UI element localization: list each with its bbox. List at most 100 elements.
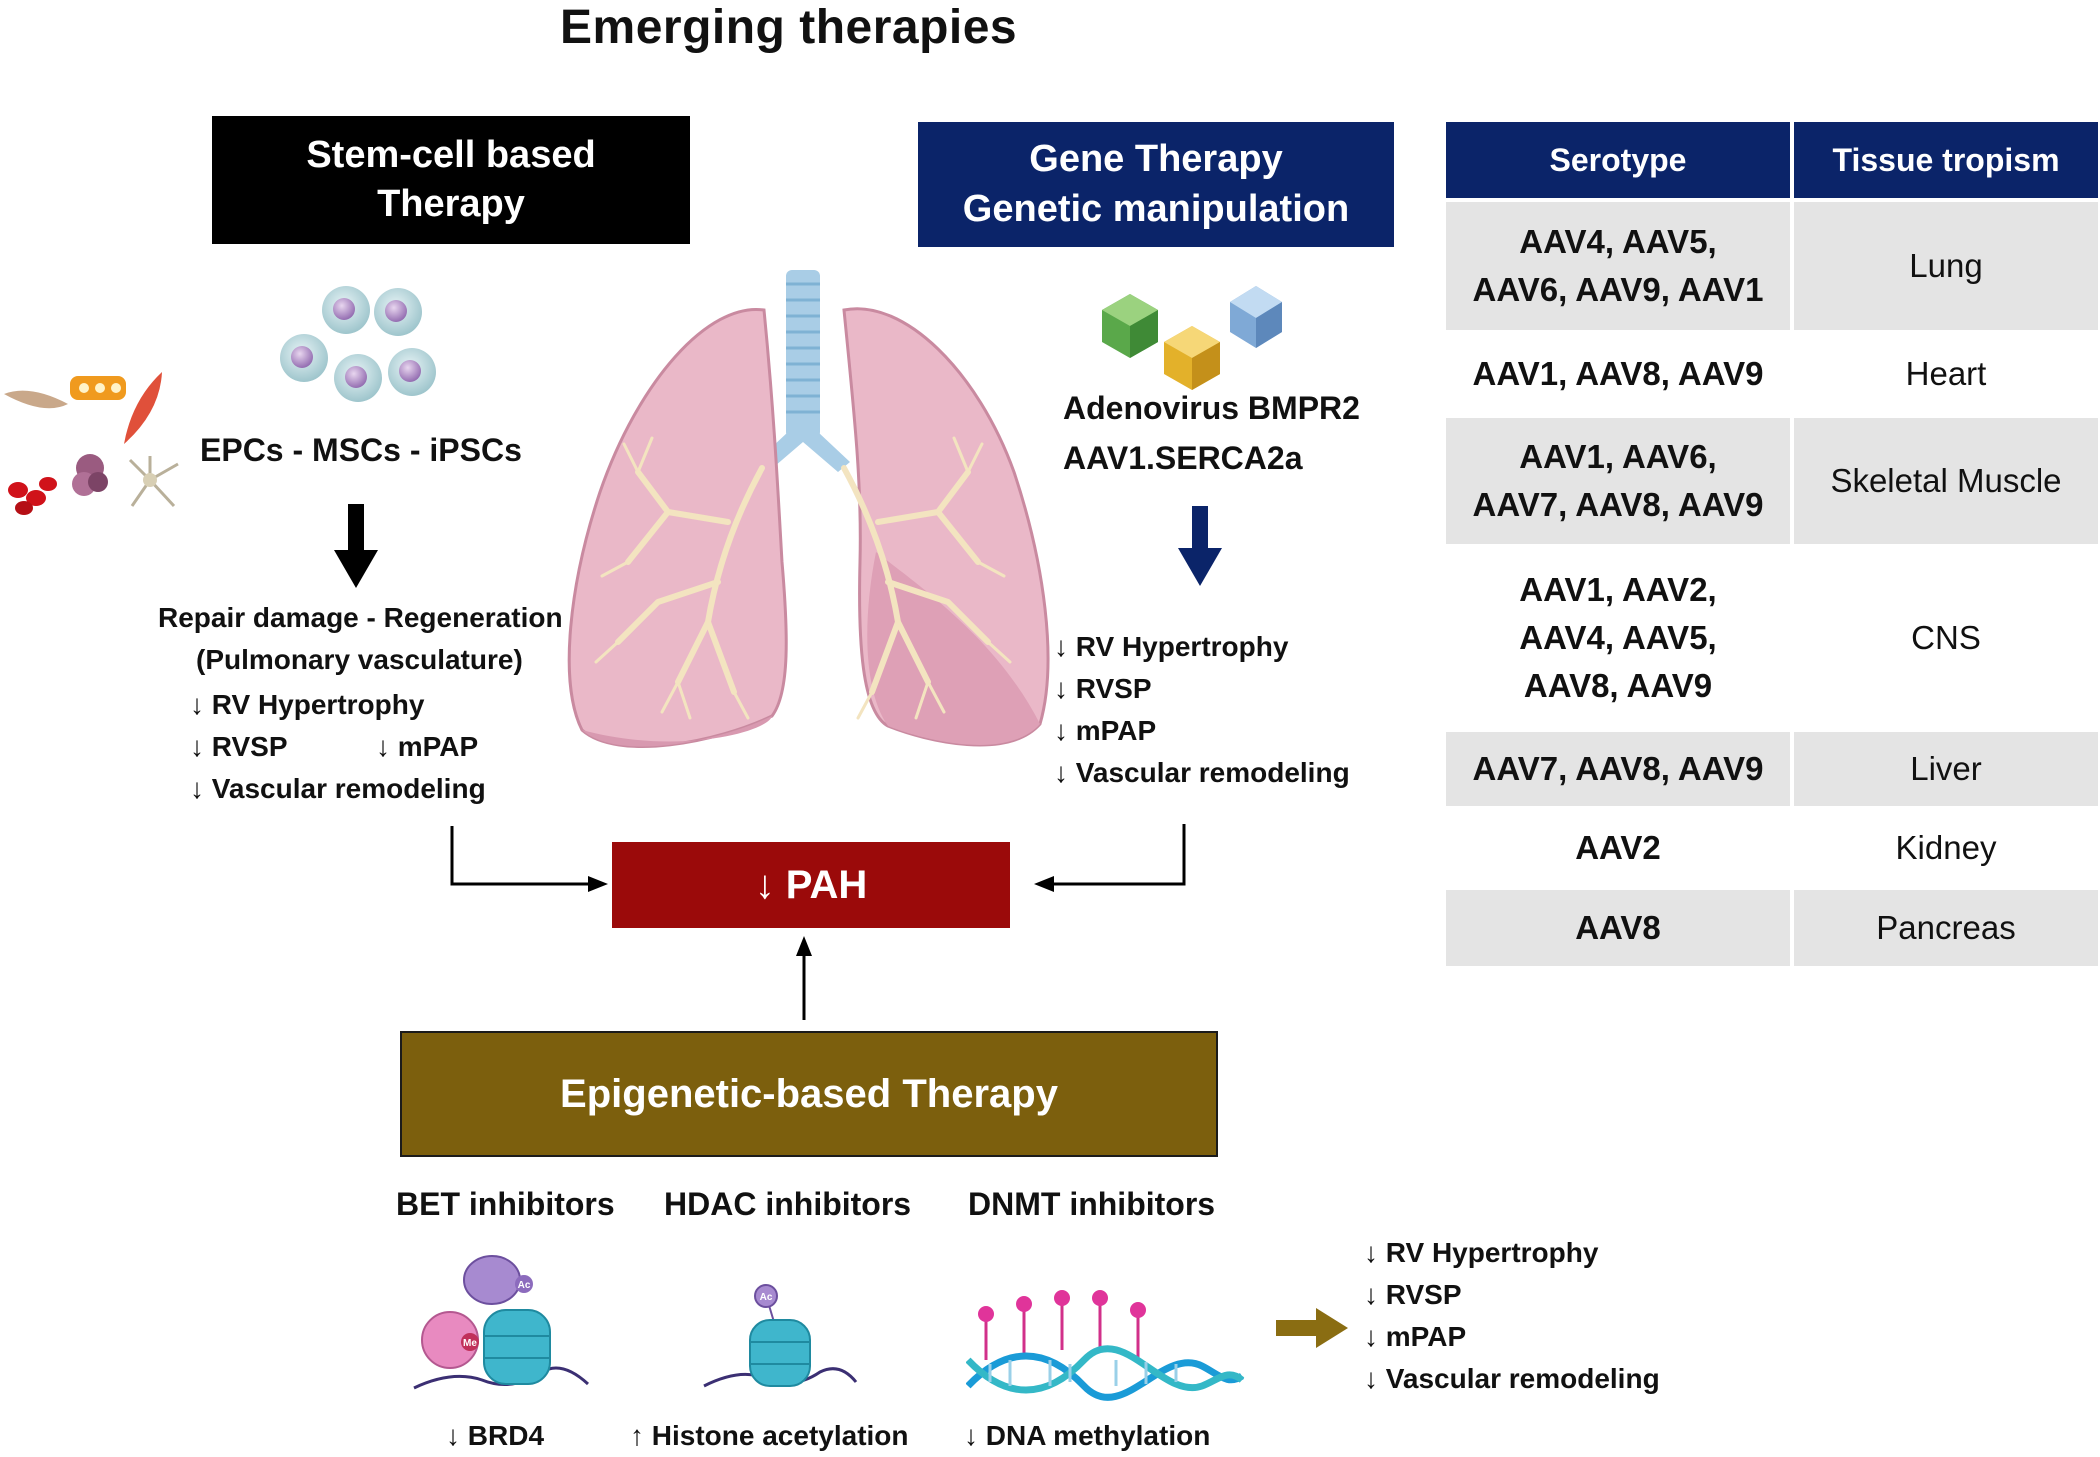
differentiated-cells-illustration bbox=[4, 372, 179, 515]
serotype-line: AAV6, AAV9, AAV1 bbox=[1472, 271, 1764, 308]
epi-effect-mpap: ↓ mPAP bbox=[1364, 1321, 1467, 1352]
stem-box-line-2: Therapy bbox=[377, 183, 525, 225]
table-row: AAV7, AAV8, AAV9 Liver bbox=[1446, 732, 2098, 806]
serotype-line: AAV4, AAV5, bbox=[1519, 619, 1717, 656]
table-cell-serotype: AAV7, AAV8, AAV9 bbox=[1446, 732, 1790, 806]
serotype-line: AAV8 bbox=[1575, 909, 1661, 946]
trachea-icon bbox=[756, 270, 850, 472]
table-header-tissue: Tissue tropism bbox=[1794, 122, 2098, 198]
pah-label: ↓ PAH bbox=[754, 863, 868, 907]
red-blood-cells-icon bbox=[8, 477, 57, 515]
dnmt-inhibitors-label: DNMT inhibitors bbox=[968, 1186, 1216, 1222]
stem-outcome-line-1: Repair damage - Regeneration bbox=[158, 602, 563, 633]
serotype-tropism-table: Serotype Tissue tropism AAV4, AAV5, AAV6,… bbox=[1446, 122, 2098, 966]
table-cell-serotype: AAV1, AAV2, AAV4, AAV5, AAV8, AAV9 bbox=[1446, 548, 1790, 728]
hdac-effect-label: ↑ Histone acetylation bbox=[630, 1420, 909, 1451]
serotype-line: AAV1, AAV8, AAV9 bbox=[1472, 355, 1764, 392]
table-header-serotype: Serotype bbox=[1446, 122, 1790, 198]
stem-box-line-1: Stem-cell based bbox=[306, 133, 596, 176]
table-cell-tissue: Heart bbox=[1905, 355, 1987, 392]
hdac-inhibitors-label: HDAC inhibitors bbox=[664, 1186, 912, 1222]
gene-to-pah-arrow bbox=[1034, 824, 1186, 892]
serotype-line: AAV2 bbox=[1575, 829, 1661, 866]
neuron-icon bbox=[128, 456, 179, 508]
gene-box-line-2: Genetic manipulation bbox=[962, 187, 1350, 230]
stem-cell-therapy-box: Stem-cell based Therapy bbox=[212, 116, 690, 244]
table-cell-serotype: AAV8 bbox=[1446, 890, 1790, 966]
bet-ac-tag: Ac bbox=[518, 1280, 531, 1291]
dnmt-illustration bbox=[966, 1290, 1245, 1401]
pah-outcome-box: ↓ PAH bbox=[612, 842, 1010, 928]
nucleosome-icon bbox=[413, 1309, 590, 1390]
table-cell-tissue: Skeletal Muscle bbox=[1794, 418, 2098, 544]
hdac-illustration: Ac bbox=[703, 1284, 858, 1388]
cardiomyocyte-icon bbox=[70, 376, 126, 400]
serotype-line: AAV1, AAV6, bbox=[1519, 438, 1717, 475]
bronchial-tree-icon bbox=[615, 465, 991, 695]
gene-effect-rvsp: ↓ RVSP bbox=[1054, 673, 1152, 704]
table-cell-tissue: Kidney bbox=[1895, 829, 1997, 866]
stem-cell-icon bbox=[322, 286, 370, 334]
serotype-line: AAV8, AAV9 bbox=[1523, 667, 1713, 704]
serotype-line: AAV4, AAV5, bbox=[1519, 223, 1717, 260]
epithelial-cell-icon bbox=[72, 454, 108, 496]
table-cell-tissue: Lung bbox=[1794, 202, 2098, 330]
virus-capsid-green-icon bbox=[1102, 294, 1158, 358]
bet-me-tag: Me bbox=[463, 1338, 477, 1349]
serotype-line: AAV7, AAV8, AAV9 bbox=[1472, 486, 1764, 523]
stem-effect-vascular: ↓ Vascular remodeling bbox=[190, 773, 486, 804]
acetyl-group-icon bbox=[754, 1284, 778, 1323]
virus-capsid-blue-icon bbox=[1230, 286, 1282, 348]
table-header-row: Serotype Tissue tropism bbox=[1446, 122, 2098, 198]
gene-effect-rv: ↓ RV Hypertrophy bbox=[1054, 631, 1289, 662]
table-row: AAV1, AAV6, AAV7, AAV8, AAV9 Skeletal Mus… bbox=[1446, 418, 2098, 544]
muscle-cell-icon bbox=[4, 372, 162, 444]
serotype-line: AAV7, AAV8, AAV9 bbox=[1472, 750, 1764, 787]
table-cell-serotype: AAV1, AAV6, AAV7, AAV8, AAV9 bbox=[1446, 418, 1790, 544]
table-cell-tissue: CNS bbox=[1911, 619, 1981, 656]
gene-therapy-box: Gene Therapy Genetic manipulation bbox=[918, 122, 1394, 247]
stem-effect-mpap: ↓ mPAP bbox=[376, 731, 479, 762]
epi-effect-rvsp: ↓ RVSP bbox=[1364, 1279, 1462, 1310]
gene-box-line-1: Gene Therapy bbox=[1029, 138, 1283, 181]
dnmt-effect-label: ↓ DNA methylation bbox=[964, 1420, 1211, 1451]
connector-arrows bbox=[450, 824, 1186, 1020]
table-row: AAV8 Pancreas bbox=[1446, 890, 2098, 966]
stem-effect-rv: ↓ RV Hypertrophy bbox=[190, 689, 425, 720]
table-cell-serotype: AAV2 bbox=[1446, 810, 1790, 886]
gene-vector-2: AAV1.SERCA2a bbox=[1063, 440, 1303, 476]
table-cell-serotype: AAV1, AAV8, AAV9 bbox=[1446, 334, 1790, 414]
stem-cells-illustration bbox=[280, 286, 436, 402]
bet-inhibitors-label: BET inhibitors bbox=[396, 1186, 615, 1222]
stem-down-arrow bbox=[334, 504, 378, 588]
bet-effect-label: ↓ BRD4 bbox=[446, 1420, 545, 1451]
table-cell-tissue: Liver bbox=[1794, 732, 2098, 806]
gene-down-arrow bbox=[1178, 506, 1222, 586]
epi-effects-arrow bbox=[1276, 1308, 1348, 1348]
table-row: AAV1, AAV8, AAV9 Heart bbox=[1446, 334, 2098, 414]
table-row: AAV2 Kidney bbox=[1446, 810, 2098, 886]
epigenetic-therapy-box: Epigenetic-based Therapy bbox=[400, 1031, 1218, 1157]
virus-capsid-yellow-icon bbox=[1164, 326, 1220, 390]
gene-effect-vascular: ↓ Vascular remodeling bbox=[1054, 757, 1350, 788]
stem-to-pah-arrow bbox=[450, 826, 608, 892]
diagram-title: Emerging therapies bbox=[560, 1, 1018, 54]
gene-effect-mpap: ↓ mPAP bbox=[1054, 715, 1157, 746]
table-cell-tissue: Pancreas bbox=[1794, 890, 2098, 966]
gene-vector-1: Adenovirus BMPR2 bbox=[1063, 390, 1360, 426]
viral-vectors-illustration bbox=[1102, 286, 1282, 390]
hdac-ac-tag: Ac bbox=[760, 1292, 773, 1303]
epi-effect-rv: ↓ RV Hypertrophy bbox=[1364, 1237, 1599, 1268]
table-cell-serotype: AAV4, AAV5, AAV6, AAV9, AAV1 bbox=[1446, 202, 1790, 330]
epi-effect-vascular: ↓ Vascular remodeling bbox=[1364, 1363, 1660, 1394]
serotype-line: AAV1, AAV2, bbox=[1519, 571, 1717, 608]
stem-outcome-line-2: (Pulmonary vasculature) bbox=[196, 644, 523, 675]
lungs-illustration bbox=[567, 270, 1050, 748]
table-row: AAV1, AAV2, AAV4, AAV5, AAV8, AAV9 CNS bbox=[1446, 548, 2098, 728]
epi-box-label: Epigenetic-based Therapy bbox=[560, 1072, 1058, 1116]
epi-to-pah-arrow bbox=[796, 936, 812, 1020]
dna-helix-icon bbox=[966, 1345, 1245, 1401]
bet-illustration: Ac Me bbox=[413, 1255, 590, 1390]
table-row: AAV4, AAV5, AAV6, AAV9, AAV1 Lung bbox=[1446, 202, 2098, 330]
stem-cells-label: EPCs - MSCs - iPSCs bbox=[200, 432, 522, 468]
